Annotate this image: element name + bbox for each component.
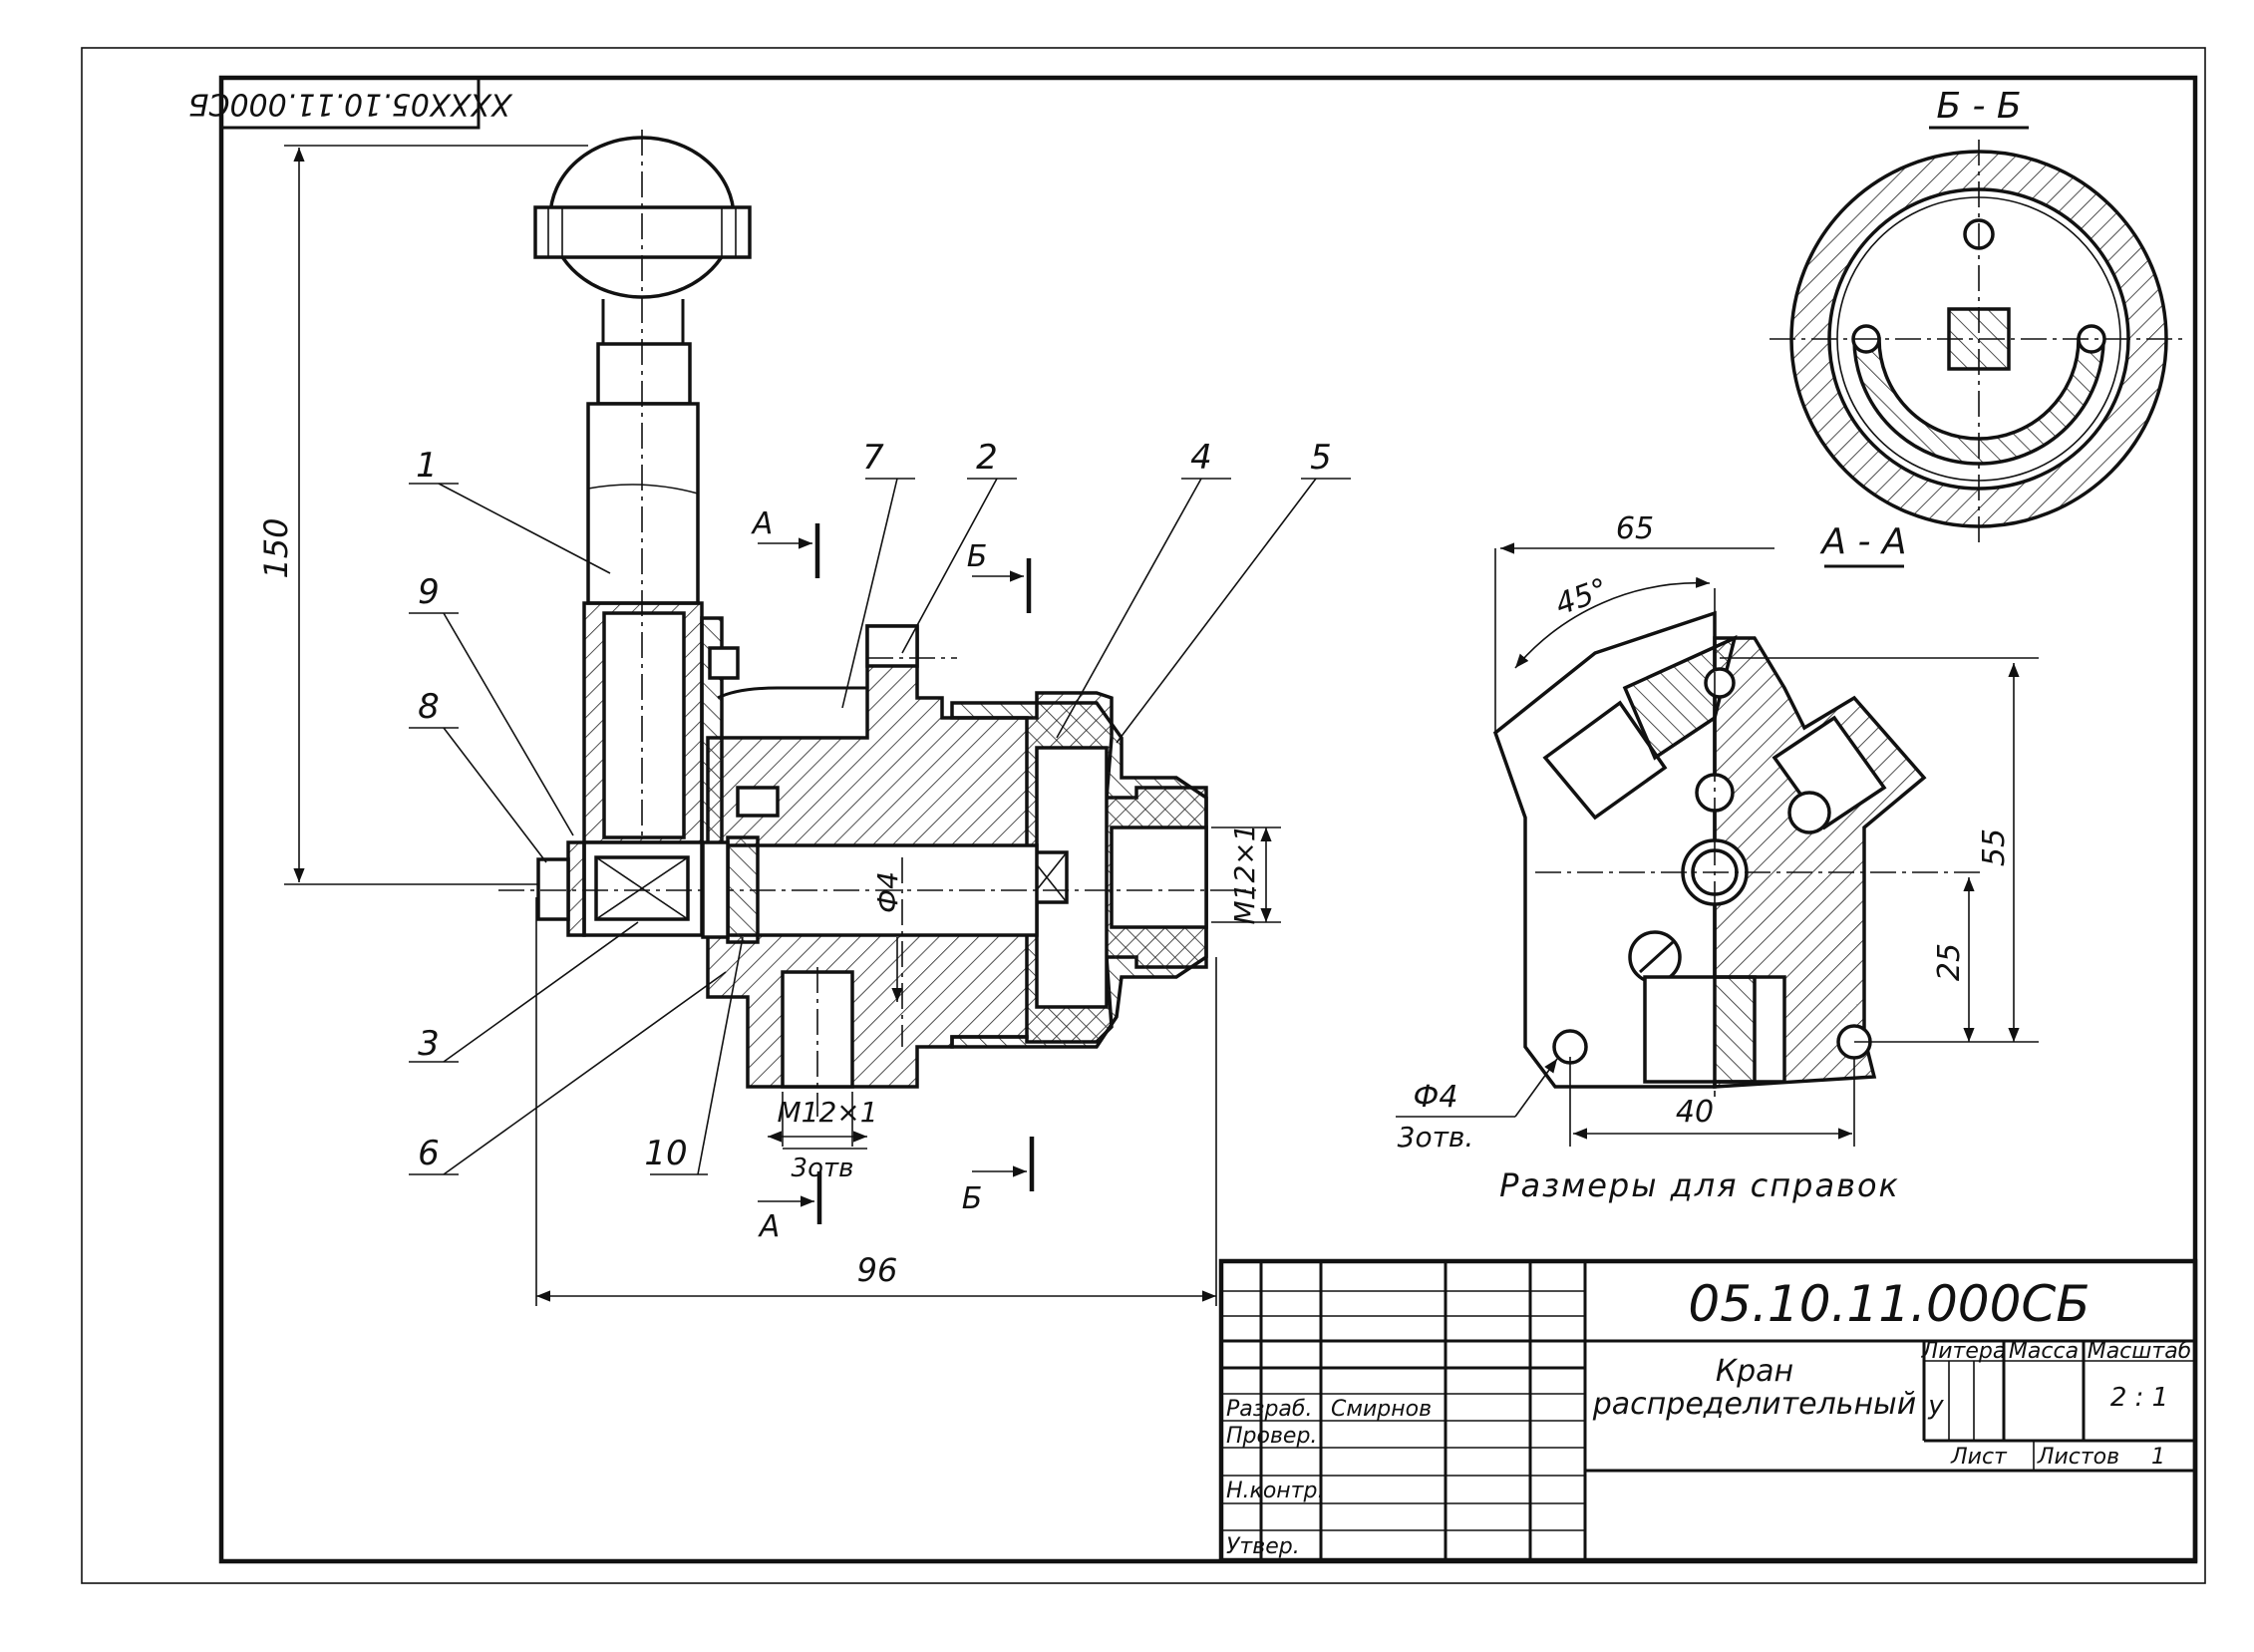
callout-1: 1 — [416, 446, 438, 486]
section-bb: Б - Б — [1770, 86, 2188, 543]
callout-7: 7 — [862, 438, 884, 478]
rotated-stamp: XXXX05.10.11.000СБ — [188, 76, 513, 130]
svg-text:3отв.: 3отв. — [1398, 1121, 1474, 1154]
svg-text:150: 150 — [257, 517, 295, 578]
svg-text:распределительный: распределительный — [1592, 1387, 1917, 1422]
svg-text:Б: Б — [962, 1181, 983, 1216]
main-view — [498, 130, 1256, 1117]
svg-text:Б: Б — [967, 539, 988, 574]
callouts: 1 7 2 4 5 9 8 3 6 10 — [409, 438, 1351, 1175]
callout-5: 5 — [1310, 438, 1332, 478]
callout-6: 6 — [418, 1134, 440, 1173]
svg-text:М12×1: М12×1 — [1228, 824, 1261, 924]
main-view-dimensions: 150 96 Ф4 М12×1 М12×1 3отв — [257, 145, 1281, 1306]
section-markers: А Б А Б — [751, 506, 1035, 1244]
svg-text:М12×1: М12×1 — [777, 1096, 877, 1129]
callout-4: 4 — [1190, 438, 1212, 478]
svg-text:Кран: Кран — [1716, 1354, 1793, 1389]
svg-text:96: 96 — [857, 1251, 898, 1289]
callout-8: 8 — [418, 687, 440, 727]
handle-rod — [586, 402, 700, 605]
svg-text:А - А: А - А — [1819, 521, 1906, 562]
outer-frame — [81, 47, 2206, 1584]
svg-text:Ф4: Ф4 — [871, 871, 904, 913]
svg-text:Масса: Масса — [2009, 1339, 2079, 1364]
svg-text:25: 25 — [1932, 943, 1967, 981]
svg-text:Размеры для справок: Размеры для справок — [1499, 1166, 1900, 1204]
svg-text:Листов: Листов — [2037, 1445, 2119, 1470]
section-aa-dimensions: 65 45° 55 25 40 Ф4 3отв. Размеры для спр… — [1396, 511, 2039, 1204]
svg-text:2 : 1: 2 : 1 — [2110, 1383, 2168, 1413]
callout-9: 9 — [418, 572, 440, 612]
svg-text:Ф4: Ф4 — [1414, 1080, 1458, 1115]
svg-text:Утвер.: Утвер. — [1226, 1534, 1300, 1559]
svg-text:Смирнов: Смирнов — [1331, 1397, 1432, 1422]
callout-2: 2 — [976, 438, 998, 478]
svg-text:Разраб.: Разраб. — [1226, 1397, 1312, 1422]
svg-text:1: 1 — [2151, 1445, 2165, 1470]
svg-text:у: у — [1927, 1391, 1944, 1421]
svg-text:XXXX05.10.11.000СБ: XXXX05.10.11.000СБ — [188, 87, 513, 122]
designation: 05.10.11.000СБ — [1688, 1275, 2090, 1333]
svg-text:55: 55 — [1977, 828, 2012, 866]
svg-text:Литера: Литера — [1921, 1339, 2007, 1364]
svg-text:Н.контр.: Н.контр. — [1226, 1479, 1324, 1503]
svg-text:Лист: Лист — [1950, 1445, 2008, 1470]
callout-3: 3 — [418, 1024, 440, 1064]
svg-text:3отв: 3отв — [792, 1154, 854, 1183]
svg-text:Провер.: Провер. — [1226, 1424, 1317, 1449]
svg-text:А: А — [758, 1209, 781, 1244]
nut — [536, 857, 570, 921]
drawing-frame — [218, 75, 2198, 1564]
svg-text:Масштаб: Масштаб — [2088, 1339, 2192, 1364]
svg-text:45°: 45° — [1551, 572, 1613, 623]
callout-10: 10 — [644, 1134, 687, 1173]
section-aa: А - А — [1492, 521, 1984, 1097]
svg-text:65: 65 — [1616, 511, 1654, 546]
aa-right-half — [1713, 636, 1927, 1089]
svg-text:Б - Б: Б - Б — [1936, 86, 2021, 127]
svg-text:А: А — [751, 506, 774, 541]
svg-text:40: 40 — [1676, 1095, 1714, 1130]
title-block: 05.10.11.000СБ Кран распределительный Ли… — [1218, 1258, 2198, 1563]
